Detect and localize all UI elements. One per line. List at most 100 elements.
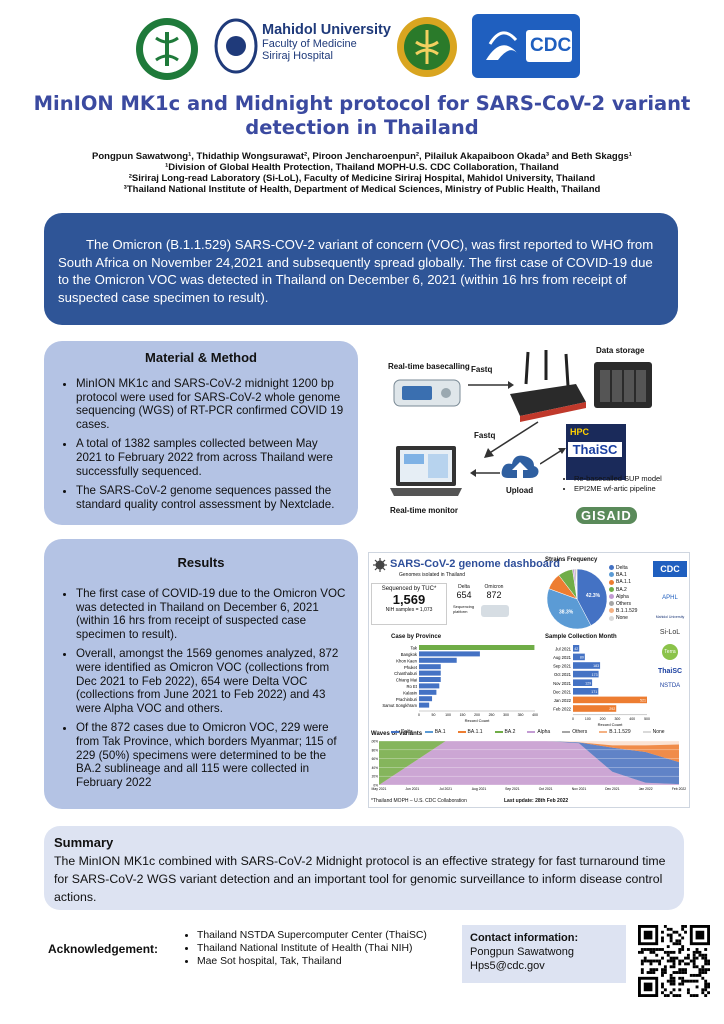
legend-swatch [642, 730, 651, 733]
side-logo-mahidol: Mahidol University [655, 615, 685, 619]
qr-module [652, 971, 656, 974]
pie-slice [546, 588, 592, 630]
qr-module [652, 950, 656, 954]
legend-label: None [652, 729, 665, 735]
qr-module [692, 956, 696, 960]
qr-module [672, 976, 676, 980]
qr-module [678, 962, 682, 966]
router-icon [506, 350, 588, 422]
minion-device [392, 374, 462, 410]
dashboard: SARS-CoV-2 genome dashboard Genomes isol… [368, 552, 690, 808]
qr-module [684, 962, 687, 966]
qr-module [663, 965, 667, 969]
province-bar [419, 696, 433, 702]
qr-module [692, 994, 696, 997]
province-bar [419, 683, 440, 689]
arrow-right-icon [468, 376, 514, 389]
legend-dot [609, 586, 614, 592]
legend-dot [609, 579, 614, 585]
month-value-label: 173 [592, 673, 598, 677]
province-label: Chanthaburi [394, 671, 417, 676]
province-tick: 50 [432, 713, 436, 717]
mahidol-faculty: Faculty of Medicine [262, 38, 357, 50]
legend-label: BA.2 [616, 586, 627, 593]
qr-module [646, 971, 650, 974]
summary-heading: Summary [54, 835, 114, 850]
qr-module [701, 991, 705, 995]
month-label: Nov 2021 [553, 681, 572, 686]
pie-slice [576, 568, 608, 626]
waves-area [379, 741, 679, 785]
qr-module [663, 988, 667, 992]
legend-swatch [391, 730, 399, 733]
waves-title: Waves of Variants [371, 731, 423, 737]
waves-ytick: 100% [371, 740, 378, 744]
month-axis-label: Record Count [598, 722, 624, 727]
fastq-label-2: Fastq [474, 431, 496, 440]
qr-module [672, 982, 676, 986]
qr-module [704, 982, 708, 986]
qr-module [669, 936, 673, 940]
legend-swatch [527, 730, 536, 733]
qr-module [684, 930, 687, 934]
qr-module [678, 976, 682, 980]
qr-module [661, 936, 664, 940]
province-label: Ro Et [407, 684, 418, 689]
qr-code[interactable] [638, 925, 710, 997]
province-bar [419, 670, 441, 676]
qr-module [672, 971, 676, 974]
qr-module [661, 930, 664, 934]
month-label: Sep 2021 [553, 664, 572, 669]
qr-module [675, 930, 679, 934]
contact-email[interactable]: Hps5@cdc.gov [470, 960, 545, 972]
qr-module [698, 968, 702, 972]
qr-module [672, 979, 676, 983]
province-label: Chiang Mai [396, 678, 417, 683]
qr-module [681, 945, 685, 949]
results-list: The first case of COVID-19 due to the Om… [56, 587, 346, 789]
qr-module [695, 956, 699, 960]
month-bar [573, 653, 585, 661]
qr-module [675, 942, 679, 946]
waves-xtick: Dec 2021 [605, 787, 620, 791]
pipeline-item: Re-basecalled SUP model [574, 474, 662, 484]
qr-module [695, 979, 699, 983]
month-bar [573, 705, 617, 712]
qr-module [704, 948, 708, 951]
qr-module [649, 968, 653, 972]
qr-module [646, 959, 650, 963]
platform-label: Sequencing platform [453, 604, 475, 614]
arrow-left-icon [470, 464, 500, 477]
province-tick: 150 [460, 713, 466, 717]
omicron-value: 872 [486, 590, 502, 600]
qr-module [681, 976, 685, 980]
province-tick: 200 [474, 713, 480, 717]
qr-module [701, 956, 705, 960]
qr-module [704, 956, 708, 960]
qr-module [692, 953, 696, 957]
nih-samples: NIH samples = 1,073 [385, 607, 433, 613]
qr-module [663, 968, 667, 972]
province-tick: 0 [418, 713, 420, 717]
qr-module [704, 953, 708, 957]
qr-module [701, 953, 705, 957]
legend-label: BA.1.1 [467, 729, 483, 735]
summary-box: Summary The MinION MK1c combined with SA… [44, 826, 684, 910]
legend-label: Alpha [616, 593, 629, 600]
contact-heading: Contact information: [470, 932, 579, 944]
qr-module [678, 971, 682, 974]
qr-module [669, 959, 673, 963]
month-value-label: 292 [609, 707, 615, 711]
qr-module [704, 971, 708, 974]
qr-module [686, 956, 690, 960]
qr-module [698, 953, 702, 957]
province-axis-label: Record Count [465, 718, 491, 723]
qr-module [701, 971, 705, 974]
legend-swatch [424, 730, 433, 733]
platform-device [481, 605, 509, 617]
qr-module [686, 988, 690, 992]
methods-panel: Material & Method MinION MK1c and SARS-C… [44, 341, 358, 525]
qr-module [661, 939, 664, 943]
